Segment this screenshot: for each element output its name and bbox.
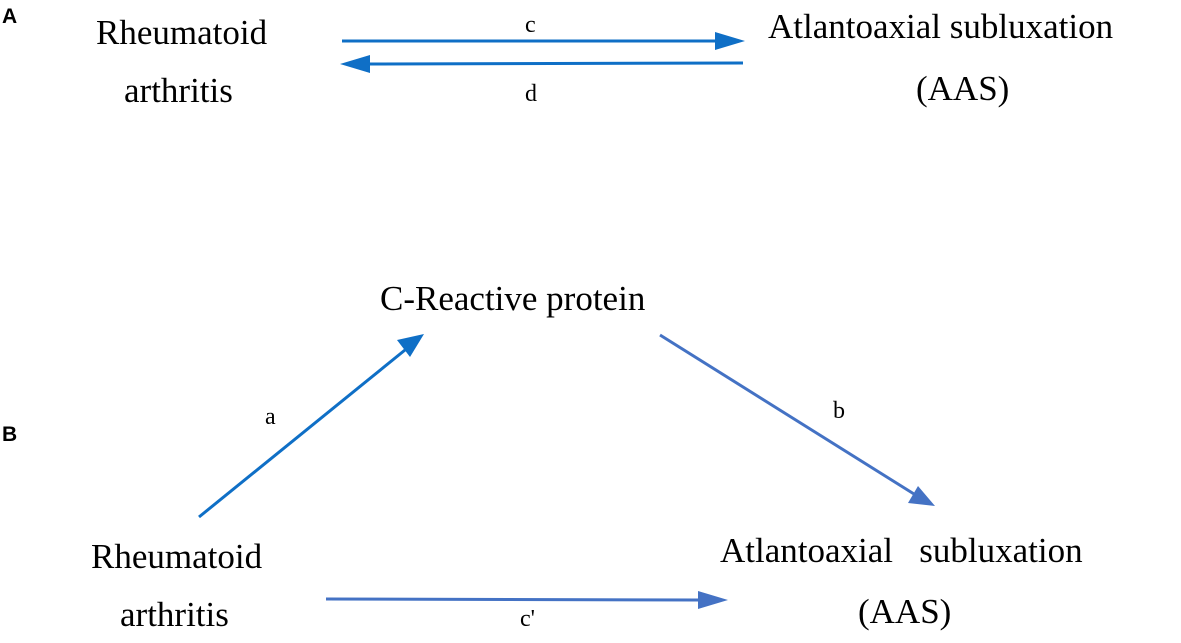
panel-a-arrow-d-shaft: [369, 61, 744, 66]
panel-a-arrow-d-head: [340, 55, 370, 73]
panel-a-aas-line2: (AAS): [916, 69, 1009, 108]
panel-b-arrow-c-prime-head: [698, 591, 728, 609]
panel-b-arrow-a-head: [397, 334, 424, 357]
panel-a-label: A: [2, 5, 17, 28]
panel-a-aas-line1: Atlantoaxial subluxation: [768, 7, 1113, 46]
panel-b-rheumatoid-arthritis-line2: arthritis: [120, 595, 229, 634]
panel-b-arrow-a-shaft: [198, 348, 406, 519]
panel-b-arrow-b-head: [908, 486, 935, 506]
panel-b-rheumatoid-arthritis-line1: Rheumatoid: [91, 537, 263, 576]
panel-b-edge-label-a: a: [265, 404, 276, 430]
panel-b-edge-label-b: b: [833, 398, 845, 424]
panel-a-arrow-c-head: [715, 32, 745, 50]
panel-b-arrow-b-shaft: [659, 333, 915, 496]
panel-b-crp: C-Reactive protein: [380, 279, 645, 318]
panel-b-edge-label-c-prime: c': [520, 606, 535, 632]
panel-a-edge-label-c: c: [525, 12, 536, 38]
panel-a-rheumatoid-arthritis-line2: arthritis: [124, 71, 233, 110]
panel-b-label: B: [2, 423, 17, 446]
panel-b-arrow-c-prime-shaft: [325, 597, 699, 602]
panel-b-aas-line2: (AAS): [858, 592, 951, 631]
panel-a-edge-label-d: d: [525, 81, 537, 107]
panel-b-aas-line1: Atlantoaxial subluxation: [720, 531, 1083, 570]
panel-a-rheumatoid-arthritis-line1: Rheumatoid: [96, 13, 268, 52]
